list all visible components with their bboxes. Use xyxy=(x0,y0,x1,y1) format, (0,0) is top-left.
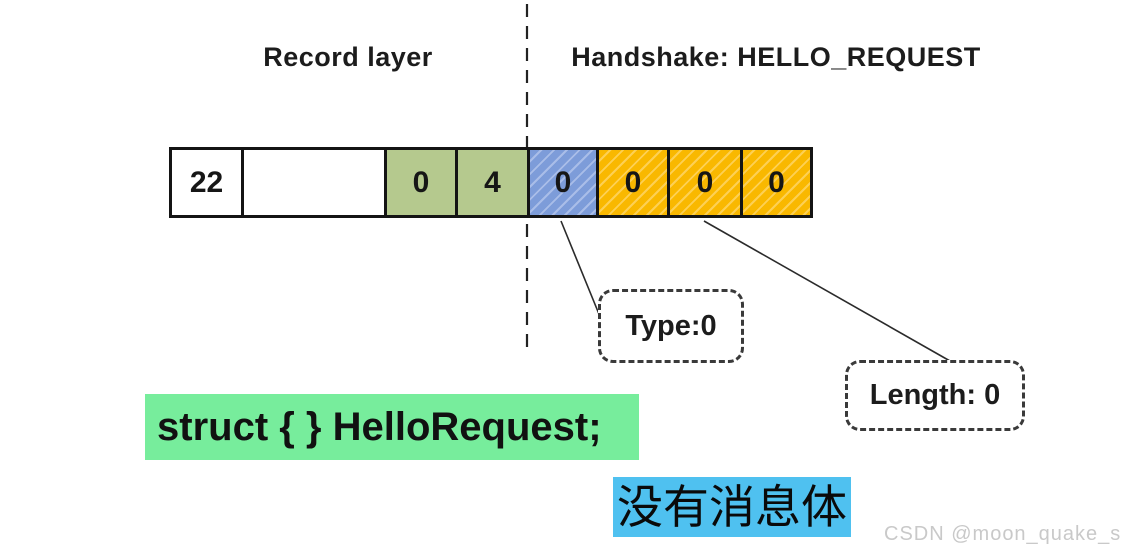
byte-cell: 0 xyxy=(530,150,599,215)
byte-cell: 4 xyxy=(458,150,530,215)
csdn-watermark: CSDN @moon_quake_s xyxy=(884,523,1122,545)
byte-cell: 0 xyxy=(670,150,743,215)
length-callout-label: Length: 0 xyxy=(869,379,1001,411)
handshake-section-label: Handshake: HELLO_REQUEST xyxy=(571,42,981,72)
record-layer-label: Record layer xyxy=(263,42,433,72)
length-callout: Length: 0 xyxy=(845,360,1025,431)
type-callout: Type:0 xyxy=(598,289,744,363)
struct-code-highlight: struct { } HelloRequest; xyxy=(145,394,639,460)
byte-cell: 0 xyxy=(387,150,458,215)
byte-cell: 0 xyxy=(599,150,670,215)
type-callout-connector-line xyxy=(560,220,602,320)
byte-cell: 0 xyxy=(743,150,810,215)
byte-cell xyxy=(244,150,387,215)
length-callout-connector-line xyxy=(703,220,951,362)
type-callout-label: Type:0 xyxy=(625,309,717,342)
byte-cell: 22 xyxy=(172,150,244,215)
no-message-body-note: 没有消息体 xyxy=(613,477,851,537)
